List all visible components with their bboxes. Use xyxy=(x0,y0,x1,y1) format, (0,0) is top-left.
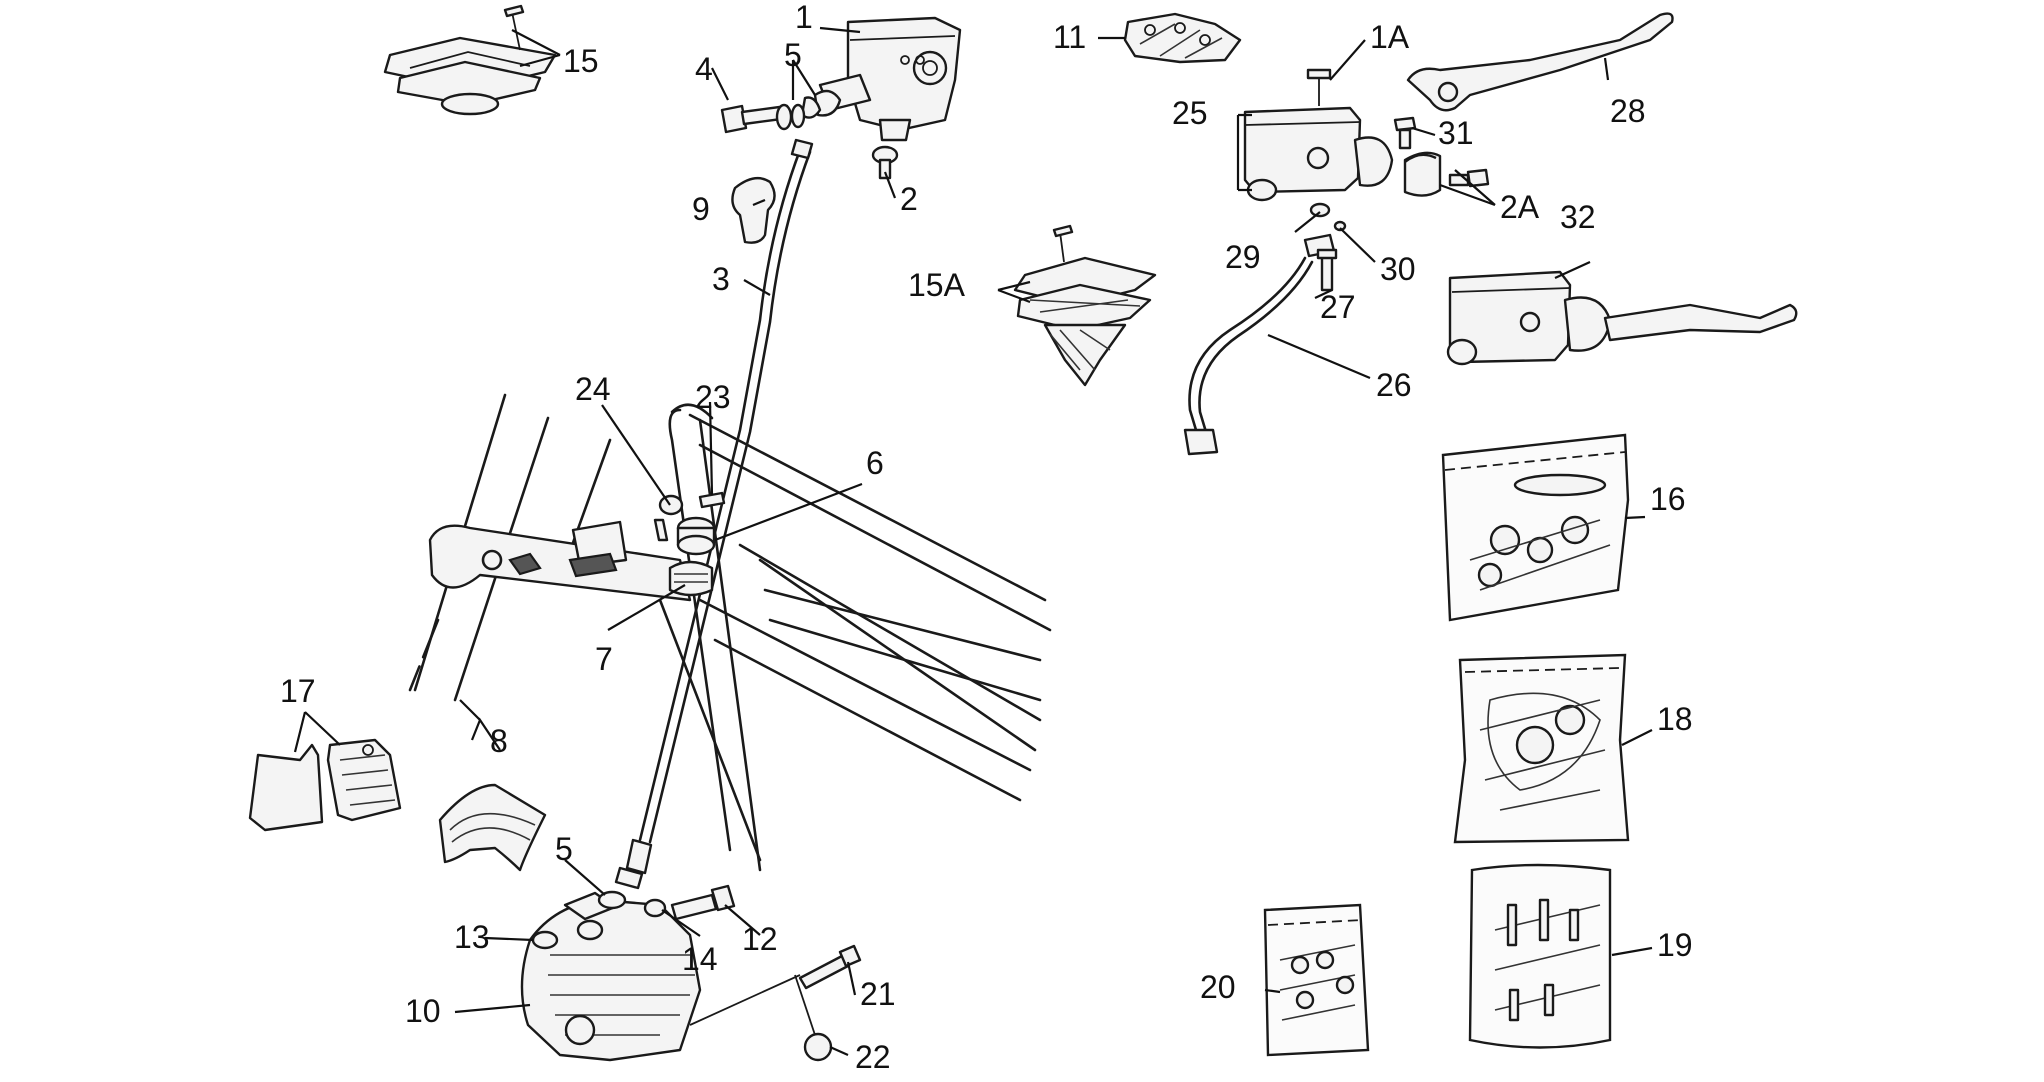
brake-hose-3 xyxy=(614,138,814,890)
label-part-12: 12 xyxy=(742,921,778,957)
leader-lines xyxy=(293,26,1653,1057)
brake-pads-17 xyxy=(248,738,402,832)
front-master-cylinder-1A xyxy=(1243,68,1490,258)
label-part-15: 15 xyxy=(563,43,599,79)
screw-2 xyxy=(871,145,899,180)
label-part-23: 23 xyxy=(695,379,731,415)
label-part-20: 20 xyxy=(1200,969,1236,1005)
label-part-27: 27 xyxy=(1320,289,1356,325)
label-part-30: 30 xyxy=(1380,251,1416,287)
kit-bag-16 xyxy=(1441,433,1630,622)
label-part-25: 25 xyxy=(1172,95,1208,131)
bolt-12 xyxy=(643,884,736,921)
label-part-8: 8 xyxy=(490,723,508,759)
label-part-26: 26 xyxy=(1376,367,1412,403)
anti-rattle-spring-8 xyxy=(438,783,547,872)
master-cylinder-1 xyxy=(800,16,962,142)
label-part-6: 6 xyxy=(866,445,884,481)
reservoir-cap-15 xyxy=(383,4,557,116)
label-part-16: 16 xyxy=(1650,481,1686,517)
label-part-1A: 1A xyxy=(1370,19,1410,55)
washer-13 xyxy=(531,930,559,950)
brake-caliper-10 xyxy=(520,890,702,1062)
banjo-bolt-4 xyxy=(720,103,806,134)
label-part-24: 24 xyxy=(575,371,611,407)
label-part-5-top: 5 xyxy=(784,37,802,73)
label-part-29: 29 xyxy=(1225,239,1261,275)
brake-lever-28 xyxy=(1406,12,1674,112)
label-part-1: 1 xyxy=(795,0,813,35)
label-part-15A: 15A xyxy=(908,267,966,303)
part-number-labels: 1 1A 2 2A 3 4 5 5 6 7 8 9 10 11 12 13 14… xyxy=(280,0,1693,1075)
label-part-10: 10 xyxy=(405,993,441,1029)
brake-switch-26 xyxy=(1183,248,1338,456)
label-part-9: 9 xyxy=(692,191,710,227)
label-part-13: 13 xyxy=(454,919,490,955)
label-part-7: 7 xyxy=(595,641,613,677)
kit-bag-19 xyxy=(1468,863,1612,1049)
label-part-3: 3 xyxy=(712,261,730,297)
kit-bag-18 xyxy=(1453,653,1630,844)
small-parts-6-7-23-24 xyxy=(653,491,726,597)
label-part-22: 22 xyxy=(855,1039,891,1075)
bracket-11 xyxy=(1123,12,1242,64)
label-part-2A: 2A xyxy=(1500,189,1540,225)
pin-21 xyxy=(794,944,862,1062)
diaphragm-15A xyxy=(1013,224,1157,387)
label-part-32: 32 xyxy=(1560,199,1596,235)
caliper-pin-line xyxy=(689,974,801,1026)
label-part-17: 17 xyxy=(280,673,316,709)
label-part-4: 4 xyxy=(695,51,713,87)
label-part-21: 21 xyxy=(860,976,896,1012)
label-part-19: 19 xyxy=(1657,927,1693,963)
label-part-2: 2 xyxy=(900,181,918,217)
label-part-18: 18 xyxy=(1657,701,1693,737)
boot-9 xyxy=(731,176,776,244)
label-part-11: 11 xyxy=(1053,19,1086,55)
label-part-14: 14 xyxy=(682,941,718,977)
label-part-28: 28 xyxy=(1610,93,1646,129)
kit-bag-20 xyxy=(1263,903,1370,1057)
label-part-5-bottom: 5 xyxy=(555,831,573,867)
label-part-31: 31 xyxy=(1438,115,1474,151)
master-cylinder-32 xyxy=(1446,270,1798,366)
